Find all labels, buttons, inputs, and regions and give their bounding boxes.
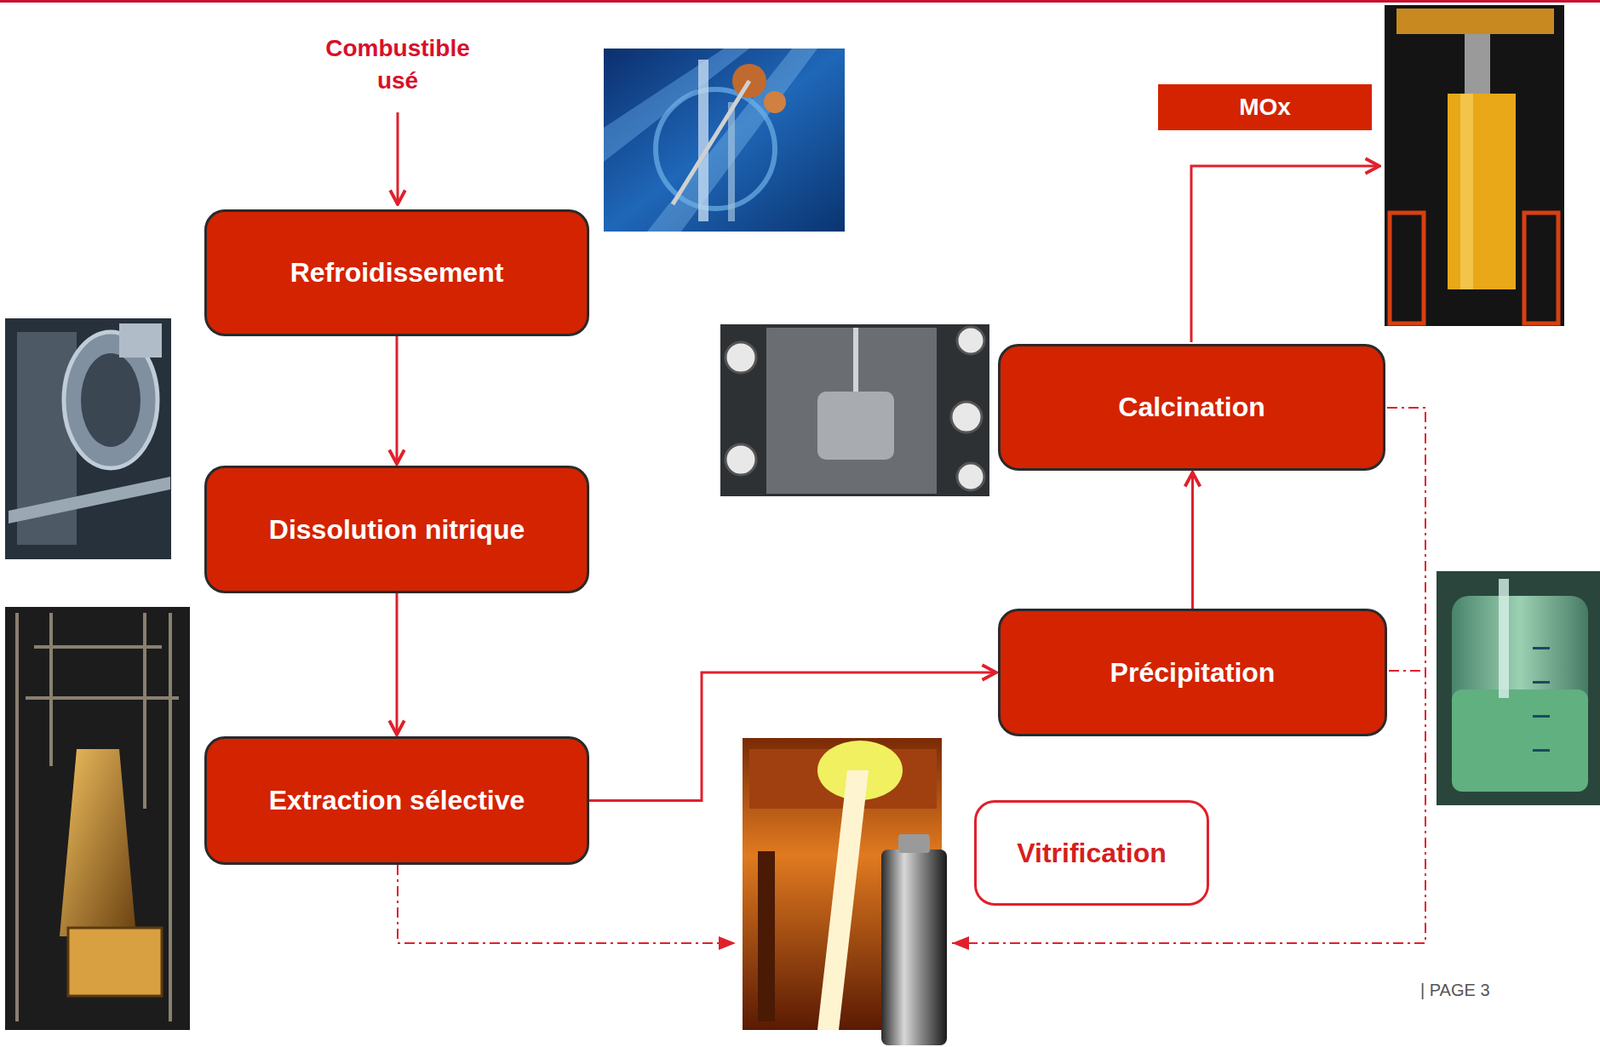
input-arrow (396, 112, 400, 205)
waste-flow (397, 865, 736, 944)
canister-photo (881, 834, 947, 1046)
process-box: Refroidissement (204, 209, 590, 337)
mox-photo (1384, 5, 1565, 327)
process-box: Précipitation (997, 608, 1388, 737)
node-text: Précipitation (1110, 656, 1276, 689)
flow-arrow (395, 336, 399, 465)
node-text: Dissolution nitrique (269, 513, 525, 546)
precipitate-photo (1436, 571, 1600, 806)
node-text: Extraction sélective (269, 784, 526, 817)
product-tag: MOx (1158, 84, 1372, 131)
node-text: MOx (1238, 92, 1291, 122)
page-number: | PAGE 3 (1420, 980, 1491, 1001)
waste-flow (951, 407, 1426, 944)
flow-arrow (589, 672, 997, 802)
input-label: Combustible usé (312, 32, 483, 98)
process-box: Extraction sélective (204, 736, 590, 866)
flow-arrow (1191, 472, 1194, 609)
glovebox-photo (720, 324, 990, 497)
pool-photo (603, 48, 845, 232)
cell-photo (5, 607, 190, 1031)
process-box: Dissolution nitrique (204, 465, 590, 594)
node-text: Refroidissement (290, 256, 505, 289)
node-text: Vitrification (1016, 837, 1166, 870)
process-box: Calcination (997, 344, 1386, 471)
flow-arrow (395, 593, 399, 735)
outline-box: Vitrification (974, 800, 1210, 907)
waste-flow (1388, 670, 1426, 672)
hall-photo (5, 318, 172, 560)
top-rule (0, 0, 1600, 3)
product-arrow (1191, 166, 1380, 343)
node-text: Calcination (1118, 390, 1265, 424)
